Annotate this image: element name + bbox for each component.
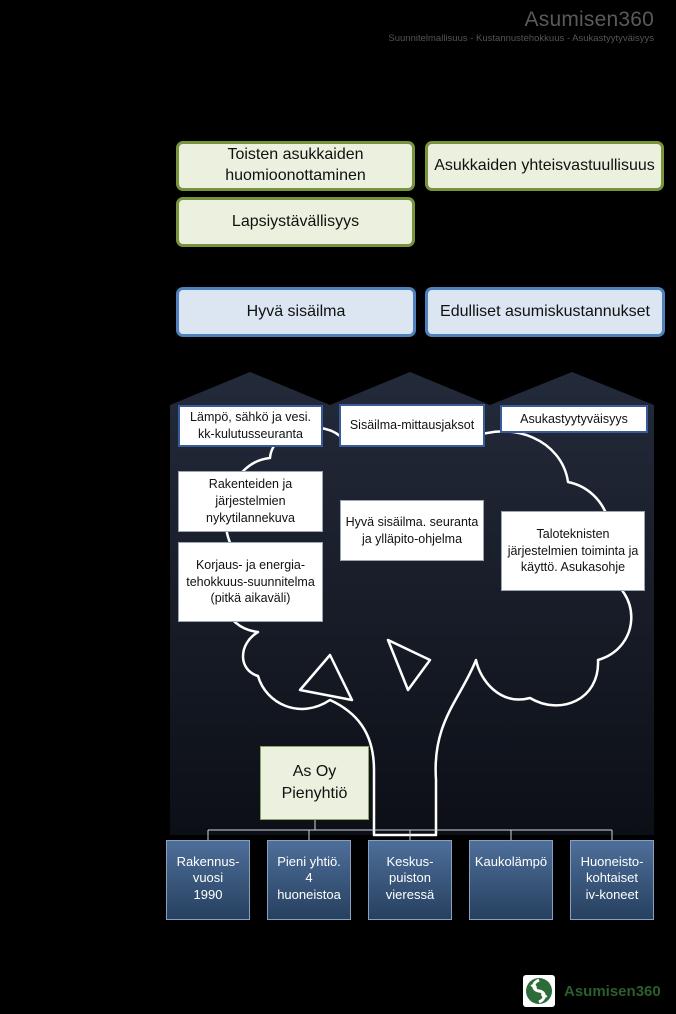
pillar-1-item-2: Korjaus- ja energia-tehokkuus-suunnitelm… <box>178 542 323 622</box>
goal-affordable-living-costs: Edulliset asumiskustannukset <box>425 287 665 337</box>
pillar-2-column <box>330 372 490 835</box>
pillar-3-head: Asukastyytyväisyys <box>500 405 648 433</box>
pillar-1-item-1: Rakenteiden ja järjestelmien nykytilanne… <box>178 471 323 532</box>
fact-district-heating: Kaukolämpö <box>469 840 553 920</box>
asumisen360-logo-icon <box>523 975 555 1007</box>
goal-good-indoor-air: Hyvä sisäilma <box>176 287 416 337</box>
footer-logo: Asumisen360 <box>523 975 661 1007</box>
header-brand: Asumisen360 Suunnitelmallisuus - Kustann… <box>388 8 654 44</box>
fact-park-location: Keskus- puiston vieressä <box>368 840 452 920</box>
fact-apartment-ventilation: Huoneisto- kohtaiset iv-koneet <box>570 840 654 920</box>
pillar-2-head: Sisäilma-mittausjaksot <box>339 404 485 447</box>
fact-small-company: Pieni yhtiö. 4 huoneistoa <box>267 840 351 920</box>
company-connectors <box>207 820 613 840</box>
pillar-3-item-1: Taloteknisten järjestelmien toiminta ja … <box>501 511 645 591</box>
footer-logo-text: Asumisen360 <box>564 982 661 1000</box>
brand-subtitle: Suunnitelmallisuus - Kustannustehokkuus … <box>388 33 654 44</box>
goal-child-friendliness: Lapsiystävällisyys <box>176 197 415 247</box>
company-box: As Oy Pienyhtiö <box>260 746 369 820</box>
pillar-2-item-1: Hyvä sisäilma. seuranta ja ylläpito-ohje… <box>340 500 484 561</box>
fact-built-year: Rakennus- vuosi 1990 <box>166 840 250 920</box>
pillar-3-column <box>490 372 654 835</box>
pillar-1-head: Lämpö, sähkö ja vesi. kk-kulutusseuranta <box>178 405 323 447</box>
goal-shared-responsibility: Asukkaiden yhteisvastuullisuus <box>425 141 664 191</box>
brand-title: Asumisen360 <box>524 8 654 31</box>
goal-considering-residents: Toisten asukkaiden huomioonottaminen <box>176 141 415 191</box>
